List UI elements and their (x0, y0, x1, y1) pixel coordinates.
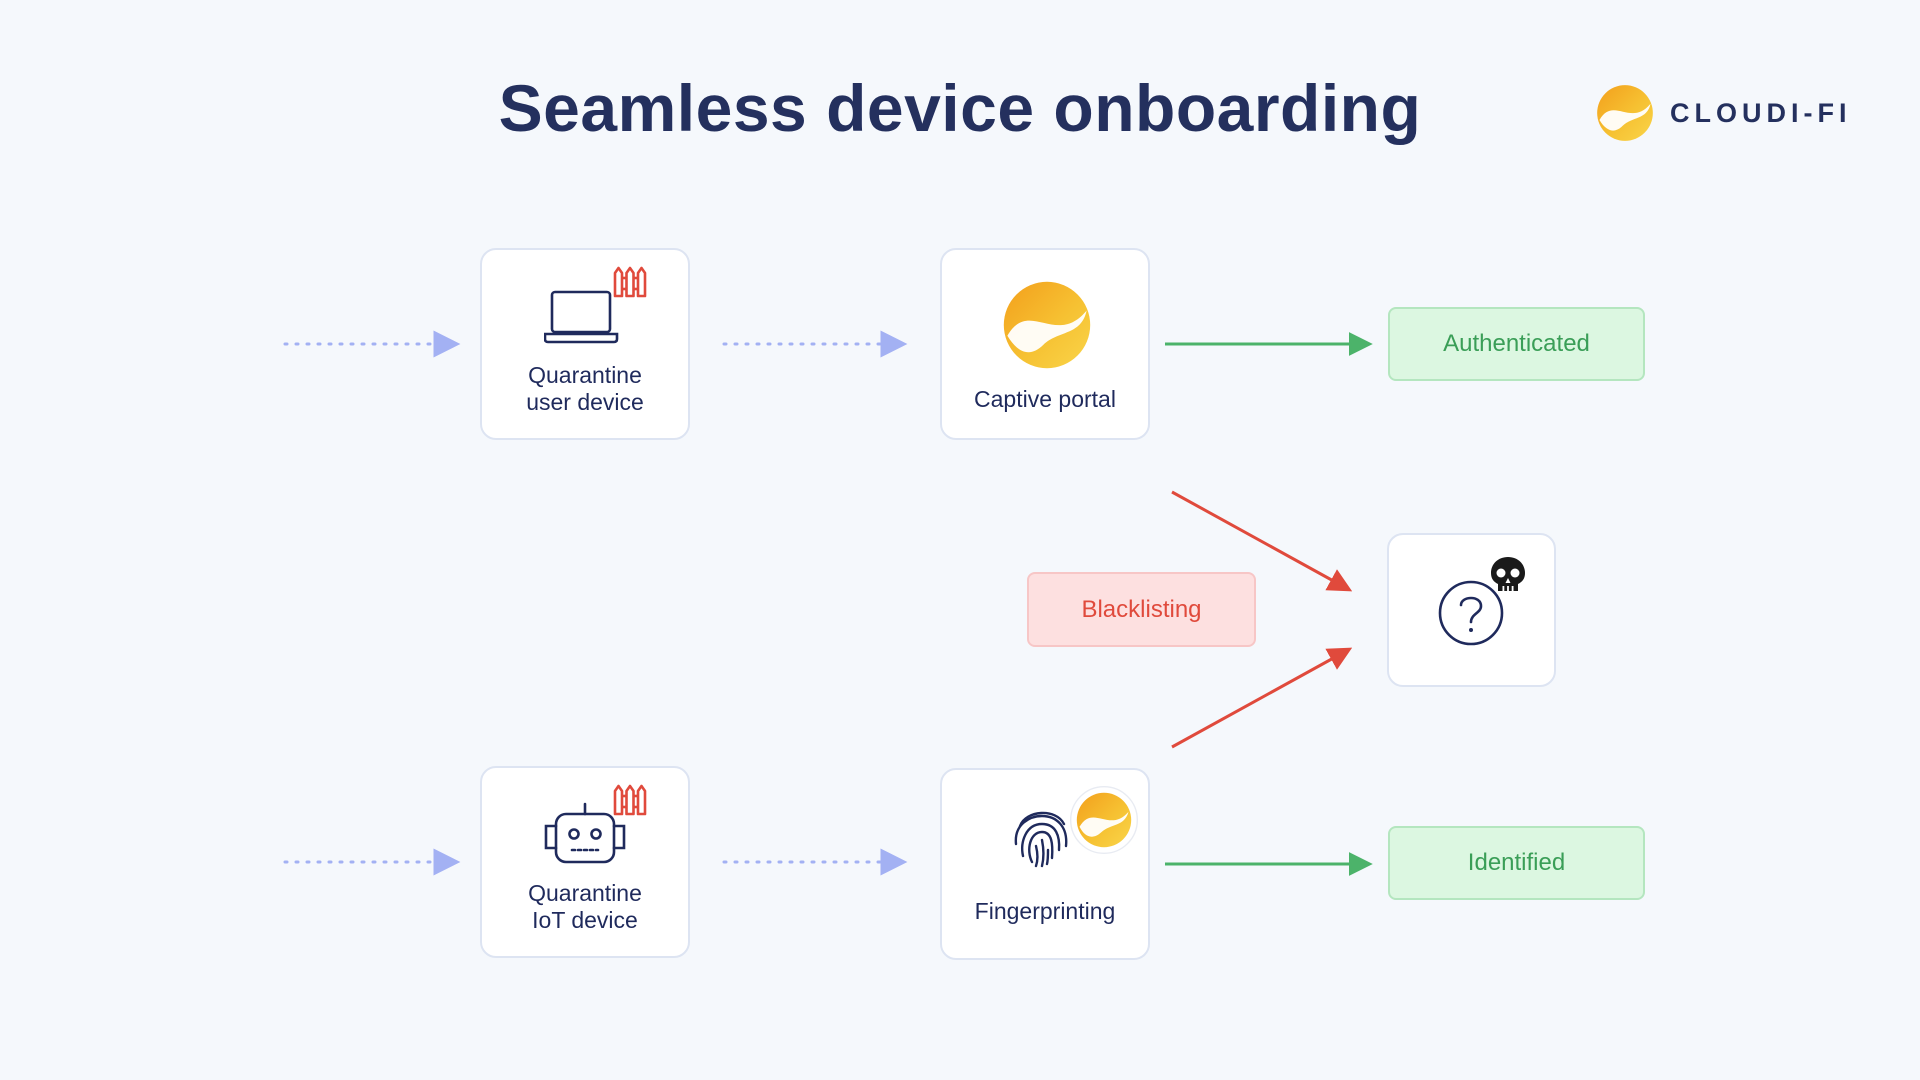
node-unknown-device (1387, 533, 1556, 687)
node-label: Quarantine user device (482, 362, 688, 416)
robot-icon (544, 802, 626, 864)
fence-icon (613, 784, 647, 816)
cloudi-fi-logo-icon (1597, 85, 1653, 141)
laptop-icon (544, 290, 619, 344)
node-quarantine-user-device: Quarantine user device (480, 248, 690, 440)
question-mark-icon (1438, 580, 1504, 646)
node-label-line-1: Quarantine (528, 362, 642, 388)
fence-icon (613, 266, 647, 298)
node-fingerprinting: Fingerprinting (940, 768, 1150, 960)
node-label-line-1: Quarantine (528, 880, 642, 906)
skull-icon (1491, 557, 1525, 591)
status-blacklisting: Blacklisting (1027, 572, 1256, 647)
node-quarantine-iot-device: Quarantine IoT device (480, 766, 690, 958)
status-authenticated: Authenticated (1388, 307, 1645, 381)
node-label-line-2: IoT device (532, 907, 638, 933)
node-label-line-2: user device (526, 389, 644, 415)
page-title: Seamless device onboarding (498, 71, 1422, 145)
node-label: Captive portal (974, 386, 1116, 412)
brand-logo: CLOUDI-FI (1596, 84, 1851, 142)
cloudi-fi-logo-icon (1003, 281, 1091, 369)
status-identified: Identified (1388, 826, 1645, 900)
fingerprint-icon (1014, 811, 1068, 868)
node-captive-portal: Captive portal (940, 248, 1150, 440)
brand-name: CLOUDI-FI (1670, 97, 1852, 128)
cloudi-fi-logo-icon (1070, 786, 1138, 854)
node-label: Quarantine IoT device (482, 880, 688, 934)
arrow-portal-to-unknown (1171, 490, 1353, 592)
arrow-fingerprint-to-unknown (1171, 647, 1353, 749)
node-label: Fingerprinting (974, 898, 1116, 924)
